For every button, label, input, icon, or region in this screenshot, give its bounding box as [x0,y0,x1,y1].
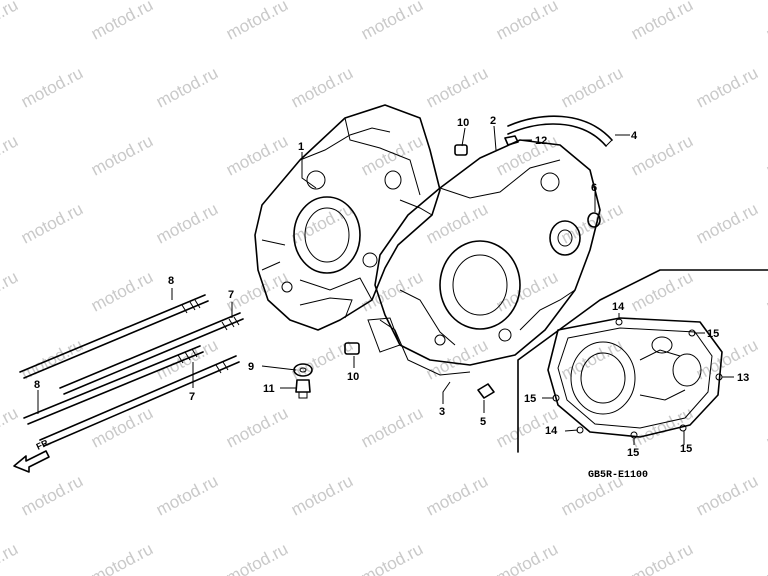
callout-14-lower: 14 [545,425,558,437]
callout-labels: 1 2 3 4 5 6 7 7 8 8 9 10 10 11 12 13 14 … [34,115,749,459]
watermark-text: motod.ru [88,539,156,576]
callout-2: 2 [490,115,496,127]
callout-7-upper: 7 [228,289,234,301]
callout-8-lower: 8 [34,379,40,391]
crankcase-gasket [547,317,723,439]
watermark-text: motod.ru [0,539,21,576]
dowel-pin-top [454,144,468,156]
watermark-text: motod.ru [0,131,21,179]
watermark-text: motod.ru [763,131,768,179]
watermark-text: motod.ru [223,131,291,179]
watermark-text: motod.ru [423,335,491,383]
clip-part [504,135,519,146]
callout-6: 6 [591,182,597,194]
left-crankcase [254,104,441,331]
watermark-text: motod.ru [763,403,768,451]
watermark-text: motod.ru [493,267,561,315]
watermark-text: motod.ru [628,539,696,576]
watermark-text: motod.ru [88,131,156,179]
callout-10-upper: 10 [457,117,469,129]
watermark-text: motod.ru [693,471,761,519]
leader-lines [37,125,734,445]
watermark-text: motod.ru [763,539,768,576]
callout-13: 13 [737,372,749,384]
watermark-text: motod.ru [18,199,86,247]
watermark-text: motod.ru [558,335,626,383]
right-crankcase [367,139,601,376]
watermark-text: motod.ru [153,199,221,247]
watermark-text: motod.ru [693,199,761,247]
watermark-text: motod.ru [153,63,221,111]
watermark-text: motod.ru [288,199,356,247]
callout-15-bottom: 15 [627,447,639,459]
watermark-text: motod.ru [223,403,291,451]
watermark-text: motod.ru [358,403,426,451]
watermark-text: motod.ru [288,471,356,519]
callout-7-lower: 7 [189,391,195,403]
watermark-text: motod.ru [628,0,696,44]
watermark-text: motod.ru [358,0,426,44]
watermark-text: motod.ru [18,63,86,111]
watermark-text: motod.ru [423,63,491,111]
callout-8-upper: 8 [168,275,174,287]
callout-11: 11 [263,383,275,395]
watermark-text: motod.ru [88,267,156,315]
watermark-text: motod.ru [223,0,291,44]
callout-5: 5 [480,416,486,428]
watermark-text: motod.ru [693,335,761,383]
callout-15-bottom-right: 15 [680,443,692,455]
diagram-code: GB5R-E1100 [588,470,648,481]
callout-3: 3 [439,406,445,418]
stud-bolts [19,294,244,447]
gasket-inset [517,269,768,453]
watermark-text: motod.ru [88,403,156,451]
oil-fitting [587,212,601,228]
callout-4: 4 [631,130,638,142]
watermark-text: motod.ru [0,403,21,451]
callout-10-lower: 10 [347,371,359,383]
callout-12: 12 [535,135,547,147]
watermark-text: motod.ru [763,267,768,315]
watermark-text: motod.ru [0,0,21,44]
watermark-text: motod.ru [493,539,561,576]
front-arrow-icon [13,450,50,473]
breather-tube [507,115,613,147]
watermark-text: motod.ru [223,539,291,576]
callout-14-upper: 14 [612,301,625,313]
watermark-text: motod.ru [358,267,426,315]
watermark-text: motod.ru [88,0,156,44]
watermark-text: motod.ru [558,63,626,111]
watermark-text: motod.ru [628,267,696,315]
watermark-text: motod.ru [18,471,86,519]
watermark-text: motod.ru [763,0,768,44]
watermark-text: motod.ru [358,131,426,179]
watermark-text: motod.ru [628,131,696,179]
callout-15-left: 15 [524,393,536,405]
watermark-text: motod.ru [423,471,491,519]
watermark-text: motod.ru [693,63,761,111]
watermark-text: motod.ru [493,131,561,179]
watermark-text: motod.ru [153,471,221,519]
watermark-text: motod.ru [288,63,356,111]
watermark-text: motod.ru [0,267,21,315]
callout-15-right: 15 [707,328,719,340]
watermark-text: motod.ru [493,0,561,44]
watermark-text: motod.ru [358,539,426,576]
callout-9: 9 [248,361,254,373]
callout-1: 1 [298,141,304,153]
front-label: FR. [35,437,52,452]
